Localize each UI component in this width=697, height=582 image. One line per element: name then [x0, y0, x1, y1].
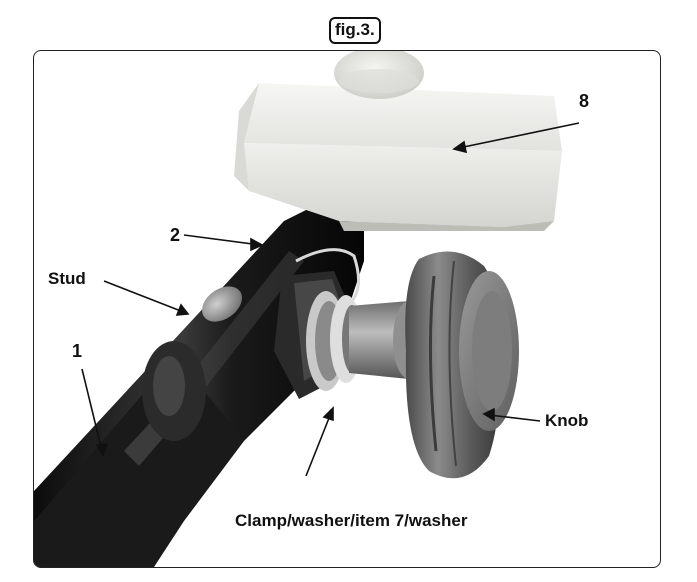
- figure-label: fig.3.: [329, 17, 381, 44]
- callout-part-1: 1: [72, 341, 83, 361]
- callout-part-8: 8: [579, 91, 590, 111]
- callout-stud: Stud: [48, 269, 86, 288]
- callout-clamp-stack: Clamp/washer/item 7/washer: [235, 511, 468, 530]
- white-block: [244, 143, 562, 227]
- knob-shaft: [349, 301, 409, 379]
- callout-knob: Knob: [545, 411, 589, 430]
- assembly-photo: [34, 51, 580, 567]
- photo-frame: 8 2 Stud 1 Knob Clamp/washer/item 7/wash…: [33, 50, 661, 568]
- wire-clip: [295, 248, 360, 302]
- white-block-top: [244, 83, 562, 151]
- callout-part-2: 2: [170, 225, 181, 245]
- leader-arrows: [81, 122, 580, 477]
- stud: [202, 286, 242, 322]
